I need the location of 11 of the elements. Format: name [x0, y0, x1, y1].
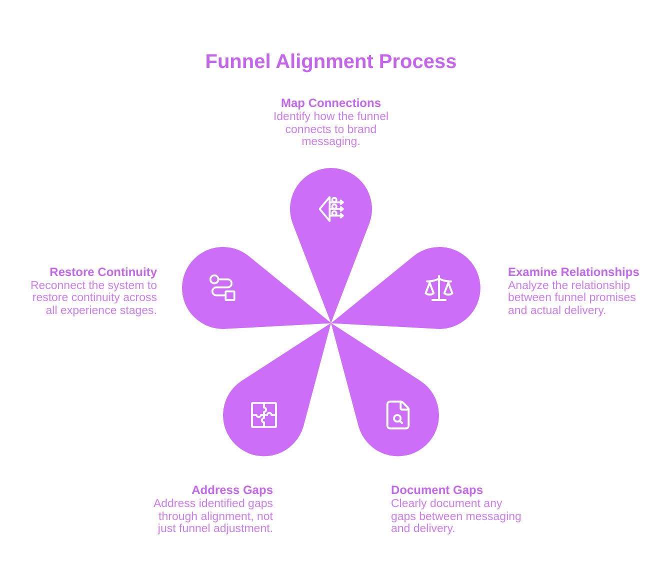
step-title: Restore Continuity: [48, 264, 157, 280]
step-title: Examine Relationships: [508, 264, 640, 280]
step-description: Identify how the funnel connects to brand messaging.: [272, 111, 390, 148]
step-description: Reconnect the system to restore continuity across all experience stages.: [29, 280, 157, 318]
step-title: Address Gaps: [190, 483, 273, 498]
step-description: Address identified gaps through alignment, not just funnel adjustment.: [152, 498, 273, 536]
step-title: Document Gaps: [391, 483, 484, 498]
step-description: Analyze the relationship between funnel promises and actual delivery.: [508, 280, 637, 318]
step-title: Map Connections: [280, 96, 382, 111]
diagram-title: Funnel Alignment Process: [204, 50, 458, 74]
step-description: Clearly document any gaps between messaging and delivery.: [391, 498, 522, 536]
